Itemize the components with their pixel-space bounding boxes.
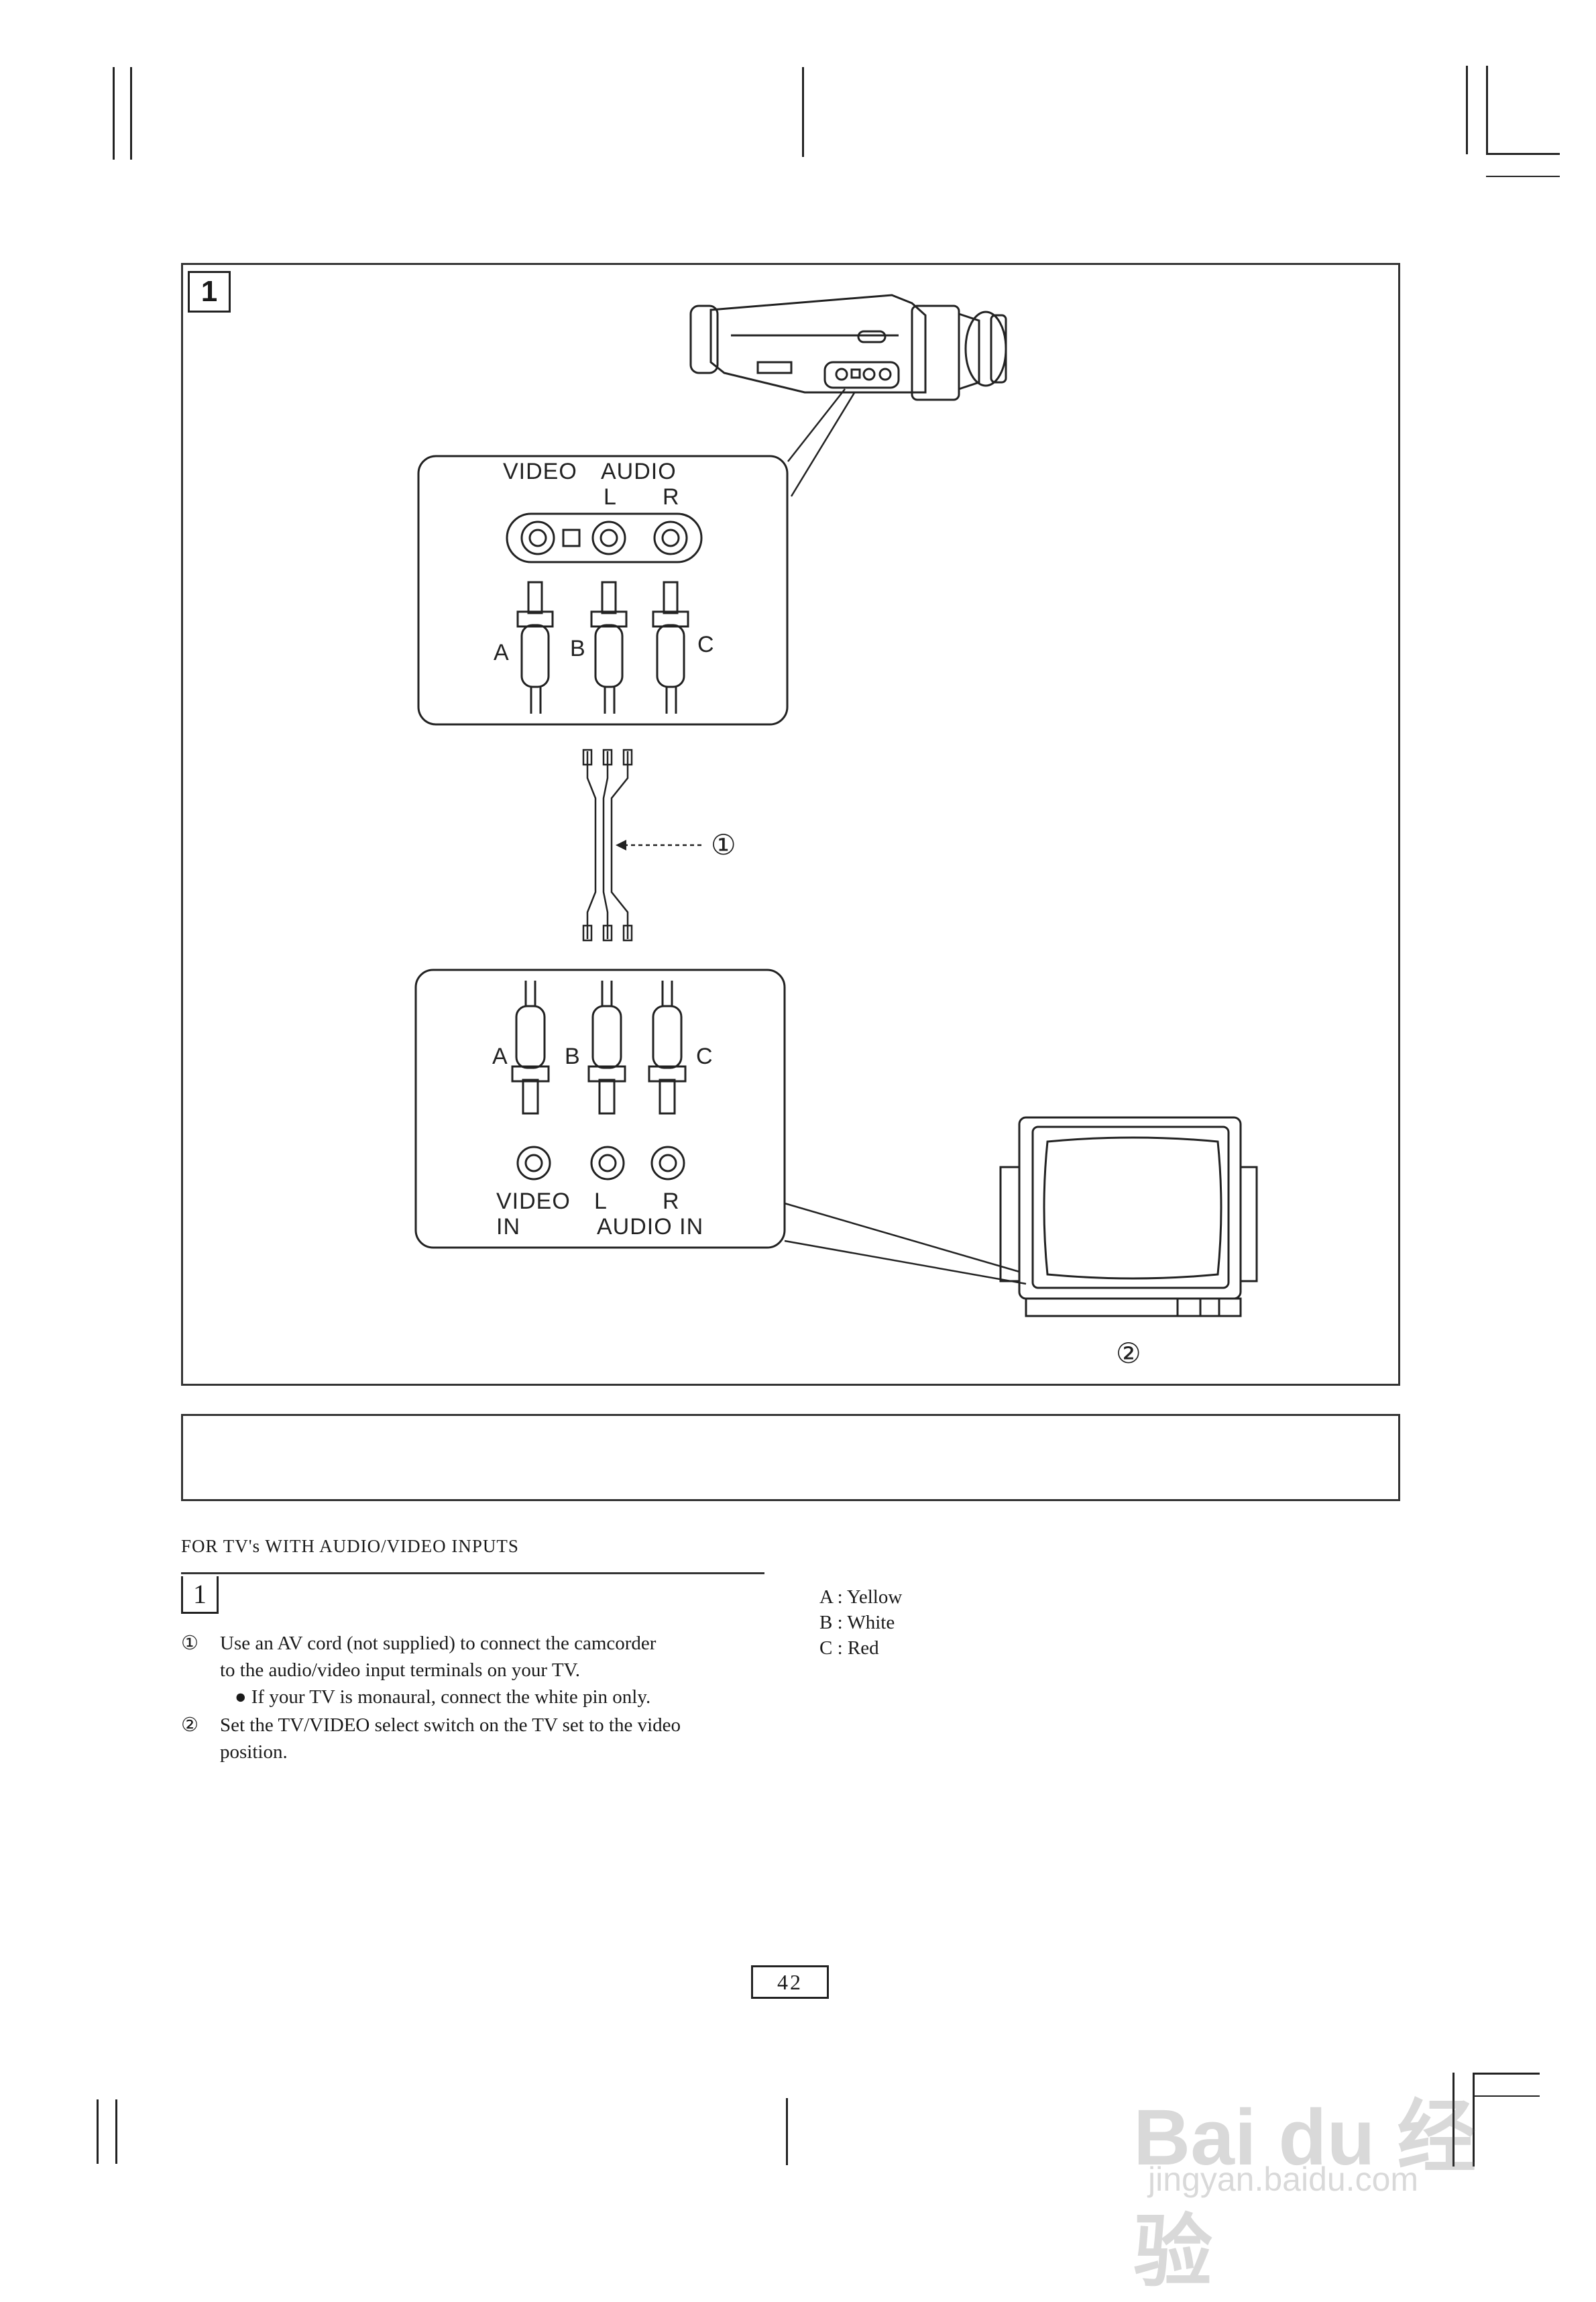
instruction-text: to the audio/video input terminals on yo… bbox=[220, 1659, 580, 1681]
section-heading: FOR TV's WITH AUDIO/VIDEO INPUTS bbox=[181, 1536, 519, 1556]
audio-in-label: AUDIO IN bbox=[597, 1214, 703, 1240]
audio-right-label: R bbox=[663, 484, 680, 510]
instruction-text: Set the TV/VIDEO select switch on the TV… bbox=[220, 1714, 681, 1736]
crop-mark bbox=[130, 67, 132, 160]
cord-callout-number: ① bbox=[711, 828, 736, 861]
plug-a-label: A bbox=[492, 1044, 508, 1069]
video-label: VIDEO bbox=[503, 459, 577, 484]
section-rule bbox=[181, 1572, 764, 1574]
crop-mark bbox=[115, 2099, 117, 2164]
crop-mark bbox=[113, 67, 115, 160]
crop-mark bbox=[1473, 2073, 1475, 2167]
audio-left-label: L bbox=[604, 484, 617, 510]
step-number-badge: 1 bbox=[188, 271, 231, 313]
plug-c-label: C bbox=[697, 632, 715, 657]
crop-mark bbox=[1466, 66, 1468, 154]
crop-mark bbox=[1473, 2073, 1540, 2075]
plug-c-label: C bbox=[696, 1044, 714, 1069]
instruction-item: ② Set the TV/VIDEO select switch on the T… bbox=[181, 1712, 681, 1765]
leader-lines bbox=[784, 1202, 1027, 1285]
crop-mark bbox=[802, 67, 804, 157]
plug-a-illustration bbox=[511, 981, 550, 1115]
page-number: 42 bbox=[751, 1965, 829, 1999]
figure-frame bbox=[181, 263, 1400, 1386]
crop-mark bbox=[1486, 66, 1488, 154]
plug-b-label: B bbox=[570, 636, 586, 661]
step-number-badge: 1 bbox=[181, 1576, 219, 1614]
plug-a-illustration bbox=[516, 581, 554, 714]
tv-callout-number: ② bbox=[1116, 1337, 1141, 1370]
audio-right-label: R bbox=[663, 1189, 680, 1214]
plug-b-illustration bbox=[590, 581, 628, 714]
crop-mark bbox=[97, 2099, 99, 2164]
watermark-logo: Bai du 经验 jingyan.baidu.com bbox=[1133, 2066, 1509, 2297]
crop-mark bbox=[1486, 153, 1560, 155]
plug-b-label: B bbox=[565, 1044, 581, 1069]
instruction-number: ② bbox=[181, 1714, 198, 1736]
legend-item: B : White bbox=[819, 1612, 895, 1633]
watermark-url: jingyan.baidu.com bbox=[1148, 2160, 1419, 2198]
av-cord-illustration bbox=[582, 749, 704, 942]
leader-lines bbox=[787, 388, 856, 497]
tv-illustration bbox=[999, 1116, 1258, 1317]
plug-b-illustration bbox=[587, 981, 626, 1115]
instruction-text: Use an AV cord (not supplied) to connect… bbox=[220, 1633, 657, 1654]
audio-left-label: L bbox=[594, 1189, 608, 1214]
camcorder-jack-panel: VIDEO AUDIO L R A B C bbox=[417, 455, 789, 726]
plug-c-illustration bbox=[648, 981, 687, 1115]
in-label: IN bbox=[496, 1214, 520, 1240]
crop-mark bbox=[1486, 176, 1560, 177]
instruction-note: ● If your TV is monaural, connect the wh… bbox=[235, 1686, 651, 1708]
instruction-text: position. bbox=[220, 1741, 288, 1763]
tv-jack-panel: A B C VIDEO IN L R AUDIO IN bbox=[414, 969, 786, 1249]
plug-a-label: A bbox=[494, 640, 510, 665]
camcorder-illustration bbox=[689, 294, 1007, 401]
crop-mark bbox=[1473, 2095, 1540, 2097]
audio-label: AUDIO bbox=[601, 459, 677, 484]
figure-caption-box bbox=[181, 1414, 1400, 1501]
video-label: VIDEO bbox=[496, 1189, 571, 1214]
legend-item: C : Red bbox=[819, 1637, 879, 1659]
connection-diagram: VIDEO AUDIO L R A B C bbox=[414, 294, 1258, 1370]
instruction-number: ① bbox=[181, 1633, 198, 1654]
instruction-item: ① Use an AV cord (not supplied) to connec… bbox=[181, 1630, 656, 1710]
plug-c-illustration bbox=[652, 581, 689, 714]
crop-mark bbox=[1452, 2073, 1455, 2167]
crop-mark bbox=[786, 2098, 788, 2165]
legend-item: A : Yellow bbox=[819, 1586, 903, 1608]
